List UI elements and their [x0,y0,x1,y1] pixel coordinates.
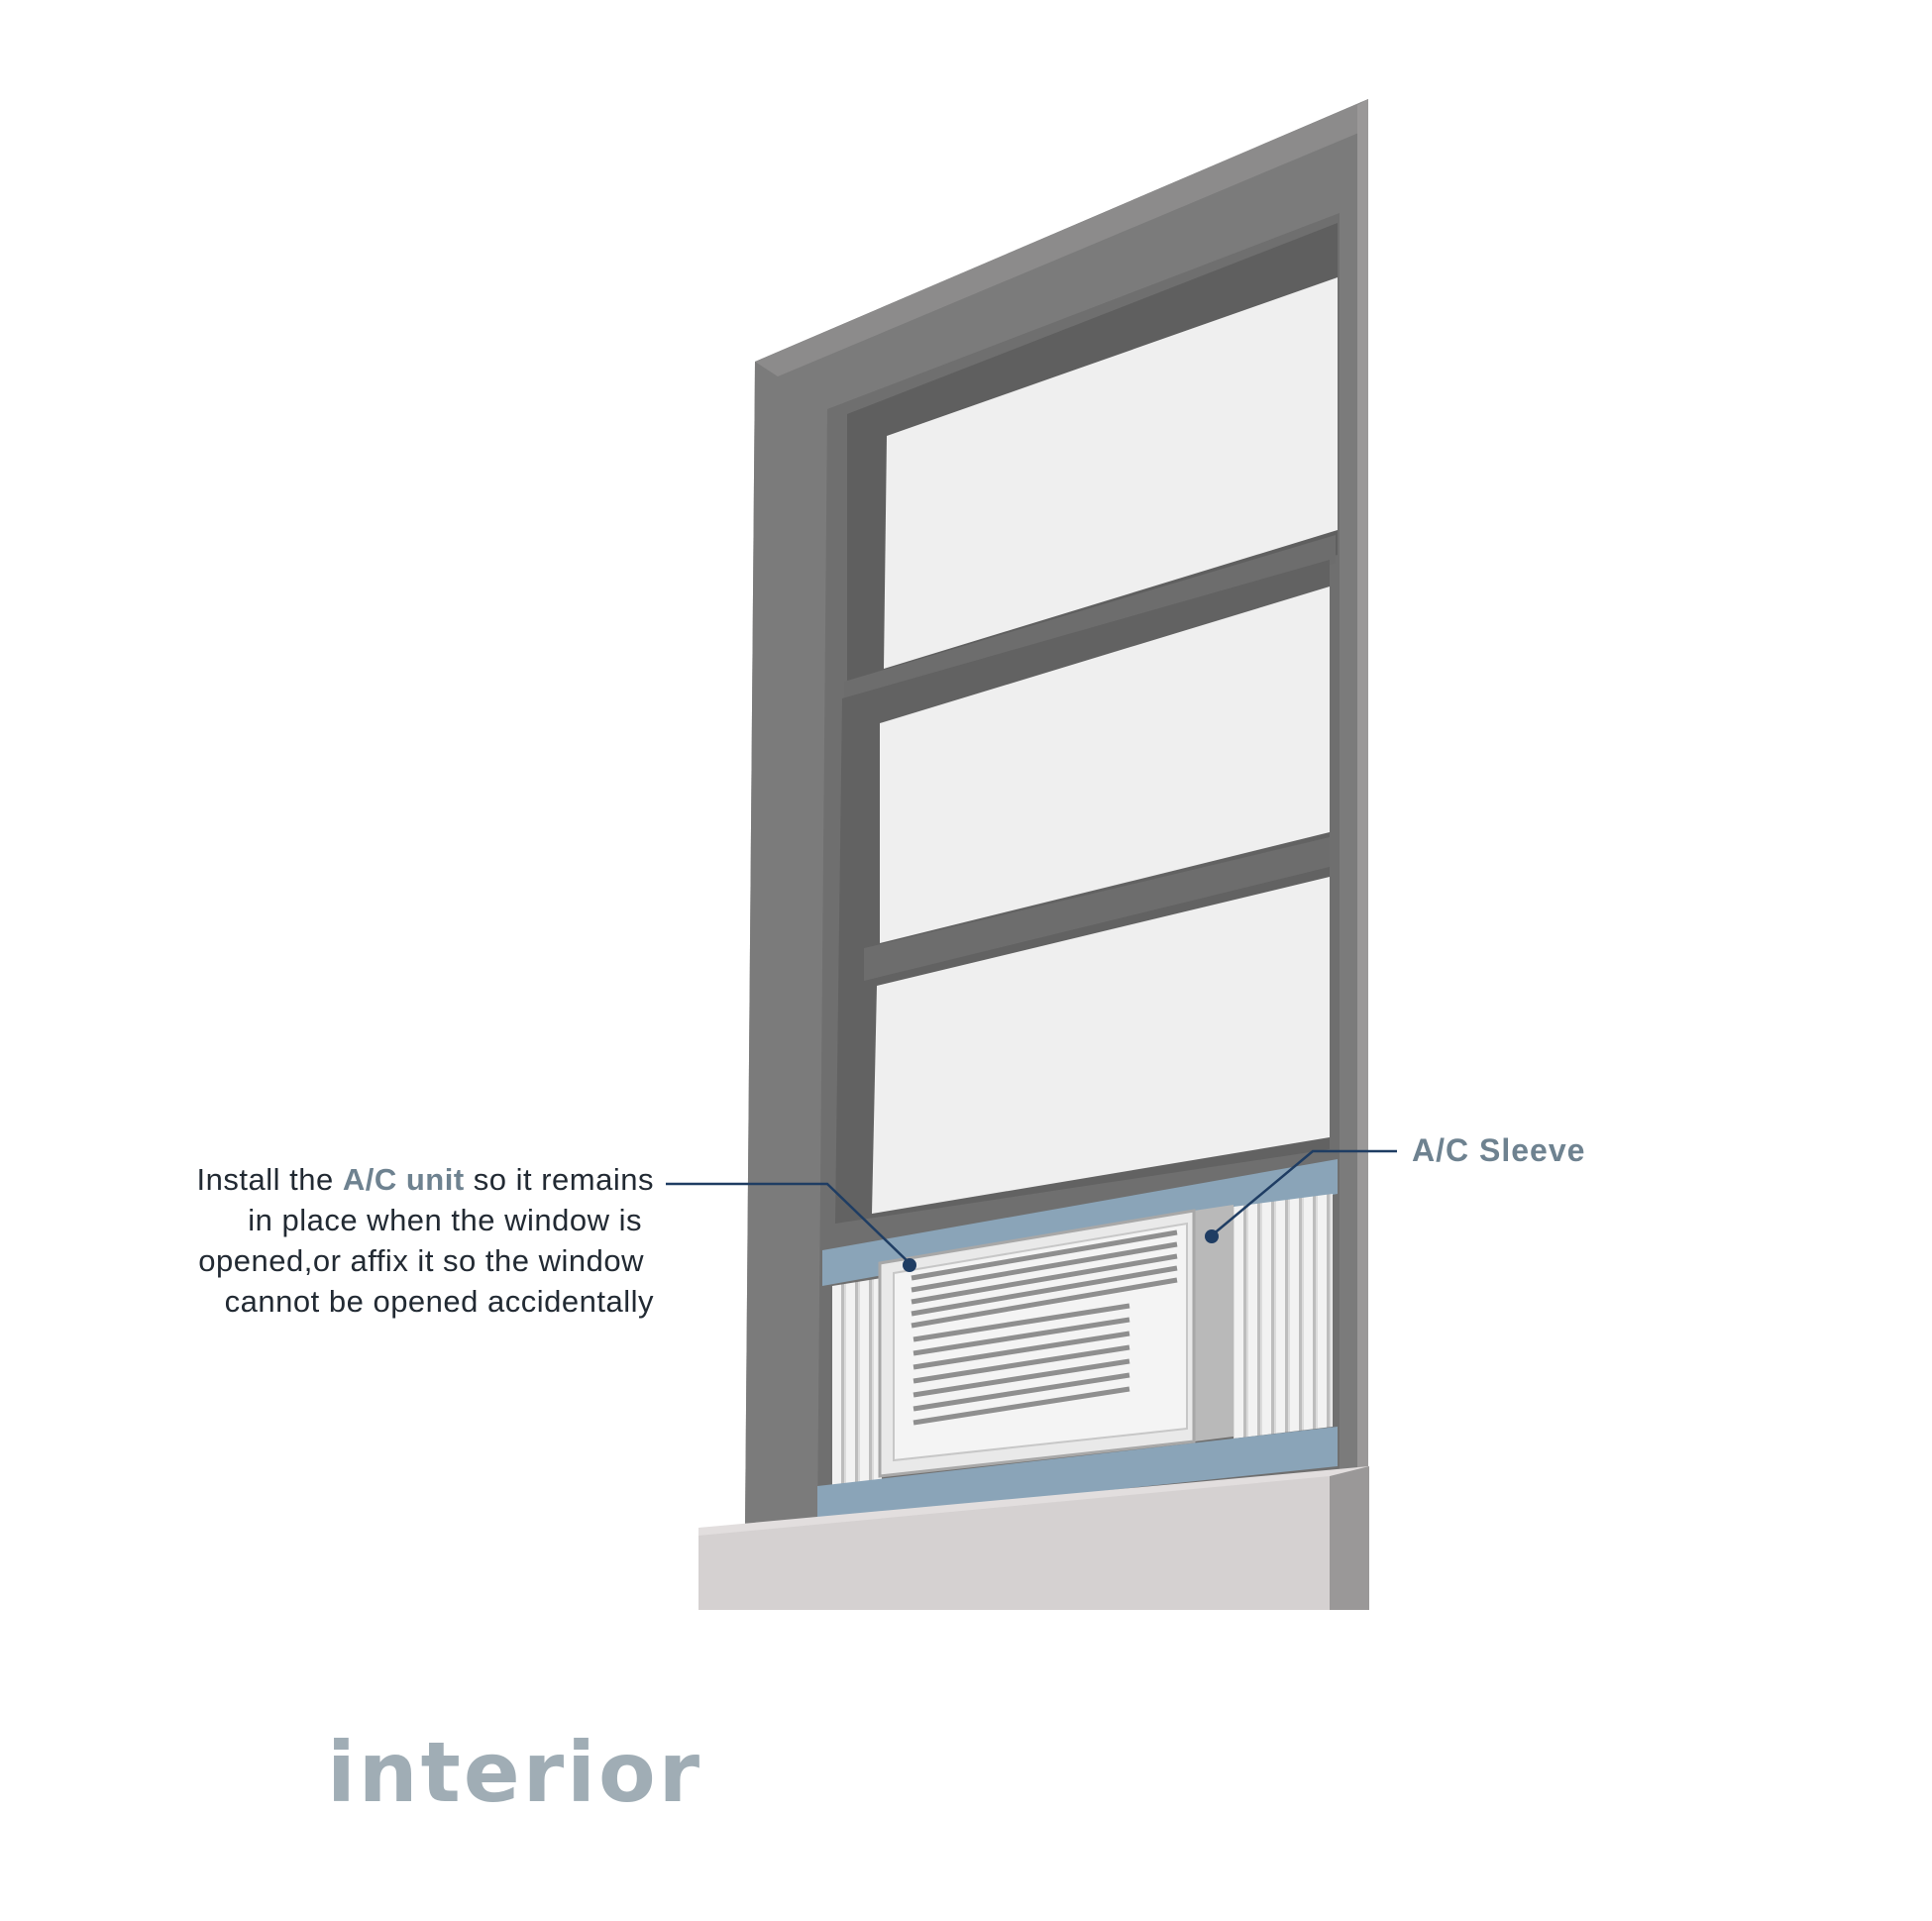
ac-unit-callout-line-3: opened,or affix it so the window [198,1243,644,1278]
sleeve-leader-line [1211,1149,1397,1236]
ac-unit-leader-dot [903,1258,916,1272]
glass-pane-middle [880,587,1330,943]
sleeve-left-panel [832,1278,882,1491]
sill-side [1330,1466,1369,1610]
ac-unit-upper-vents [911,1229,1178,1329]
ac-unit-leader-line [666,1182,911,1264]
ac-unit-callout-line-1: Install the A/C unit so it remains [99,1159,654,1200]
frame-right-edge [1357,99,1368,1610]
ac-unit-callout: Install the A/C unit so it remains in pl… [99,1159,654,1322]
muntin-lower [864,837,1330,981]
leader-lines [666,1149,1397,1272]
ac-unit-term: A/C unit [342,1162,465,1197]
sill-front [698,1476,1330,1610]
sleeve-right-panel [1234,1194,1333,1439]
glass-pane-top [884,277,1338,669]
ac-unit-lower-vents [912,1303,1130,1426]
callout-line-1-before: Install the [196,1162,343,1197]
view-caption: interior [327,1724,703,1821]
ac-unit-callout-line-4: cannot be opened accidentally [224,1284,654,1319]
ac-unit [878,1205,1234,1478]
ac-sleeve-label: A/C Sleeve [1412,1132,1586,1168]
ac-unit-callout-line-2: in place when the window is [248,1203,642,1237]
callout-line-1-after: so it remains [464,1162,654,1197]
sleeve-leader-dot [1205,1229,1219,1243]
glass-pane-bottom [872,877,1330,1214]
window-sill [698,1466,1369,1610]
window-sashes [835,223,1338,1224]
sleeve-bottom-band [817,1427,1338,1521]
frame-face-highlight [755,99,1368,376]
ac-unit-side [1194,1205,1234,1441]
